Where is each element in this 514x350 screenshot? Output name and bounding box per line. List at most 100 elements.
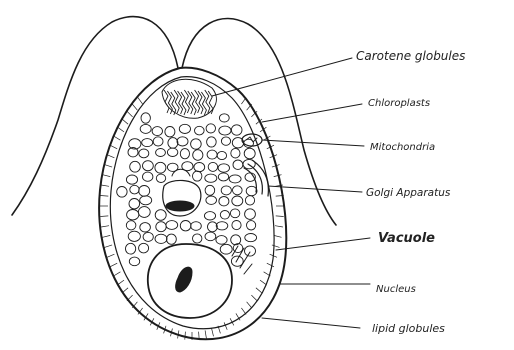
pellicle-striation — [267, 263, 274, 267]
pellicle-striation — [122, 119, 128, 124]
label-nucleus: Nucleus — [376, 284, 416, 295]
globule — [153, 137, 163, 146]
globule — [205, 174, 217, 182]
pellicle-striation — [114, 272, 121, 276]
pellicle-striation — [127, 295, 133, 301]
carotene-granule — [195, 90, 200, 113]
globule — [130, 185, 139, 194]
pellicle-striation — [118, 280, 124, 285]
basal-body — [163, 169, 201, 216]
globule — [233, 186, 243, 195]
carotene-granule — [164, 90, 169, 113]
pellicle-striation — [118, 127, 124, 132]
pellicle-striation — [103, 175, 111, 177]
globule — [218, 164, 229, 172]
globule — [216, 236, 227, 245]
globule — [207, 150, 217, 159]
globule — [245, 246, 256, 256]
globule — [180, 149, 189, 159]
cell-wall-inner — [110, 77, 274, 329]
pellicle-striation — [274, 235, 282, 237]
label-golgi-apparatus: Golgi Apparatus — [366, 187, 451, 199]
pellicle-striation — [272, 245, 280, 248]
globule — [231, 125, 242, 135]
globule — [204, 212, 215, 220]
globule — [193, 234, 202, 243]
globule — [126, 243, 136, 254]
pellicle-striation — [132, 104, 137, 110]
globule — [139, 243, 149, 253]
pellicle-striation — [241, 98, 246, 105]
globule — [166, 221, 178, 230]
label-carotene-globules: Carotene globules — [356, 49, 465, 63]
globule — [177, 137, 188, 146]
globule — [156, 174, 165, 182]
pellicle-striation — [105, 165, 113, 168]
pellicle-striation — [260, 280, 266, 285]
globule — [155, 162, 166, 173]
globule — [231, 148, 240, 158]
globule — [180, 221, 191, 231]
globule — [191, 222, 202, 231]
globule — [206, 196, 217, 204]
globule — [152, 127, 162, 136]
globule — [141, 113, 150, 123]
globule — [167, 234, 177, 244]
globule — [179, 124, 190, 133]
flagella — [12, 17, 336, 225]
globule — [143, 232, 153, 241]
globule — [130, 161, 141, 172]
globule — [245, 209, 256, 220]
carotene-granule — [174, 90, 179, 113]
pellicle-striation — [122, 288, 128, 293]
globule — [195, 126, 205, 135]
pellicle-striation — [256, 288, 262, 293]
globule — [156, 149, 166, 157]
pellicle-striation — [110, 263, 117, 267]
globule — [142, 139, 153, 147]
globule — [219, 126, 231, 135]
pellicle-striation — [276, 216, 284, 217]
pellicle-striation — [241, 308, 246, 315]
carotene-mesh — [164, 90, 213, 115]
pellicle-striations — [100, 98, 284, 340]
carotene-granule — [205, 90, 210, 113]
globule — [233, 160, 243, 169]
globule — [246, 186, 257, 195]
left-flagellum — [12, 17, 178, 215]
globule — [167, 148, 177, 156]
globule — [245, 196, 254, 205]
globule — [128, 231, 140, 241]
globule — [216, 222, 228, 230]
globule — [208, 162, 217, 171]
carotene-globules — [162, 79, 216, 118]
globule — [221, 186, 231, 195]
pellicle-striation — [100, 196, 108, 197]
globule — [221, 137, 230, 145]
leader-carotene — [212, 58, 352, 96]
globule — [126, 221, 136, 230]
globule — [205, 185, 215, 195]
pellicle-striation — [251, 295, 257, 301]
globule — [207, 137, 217, 147]
globule — [138, 207, 150, 218]
globule — [232, 221, 241, 230]
pellicle-striation — [127, 111, 133, 117]
globule — [139, 149, 149, 158]
globule — [117, 187, 127, 198]
pellicle-striation — [114, 136, 121, 140]
globule — [218, 173, 228, 181]
globule — [143, 161, 154, 171]
globule — [193, 150, 203, 161]
label-vacuole: Vacuole — [378, 231, 435, 246]
pellicle-striation — [103, 235, 111, 237]
globule — [208, 222, 218, 232]
globule — [129, 199, 140, 209]
globule — [232, 196, 243, 206]
label-mitochondria: Mitochondria — [370, 142, 435, 153]
globule — [140, 223, 151, 232]
pellicle-striation — [107, 155, 114, 158]
nucleus-body — [176, 267, 192, 292]
globule — [245, 234, 257, 242]
